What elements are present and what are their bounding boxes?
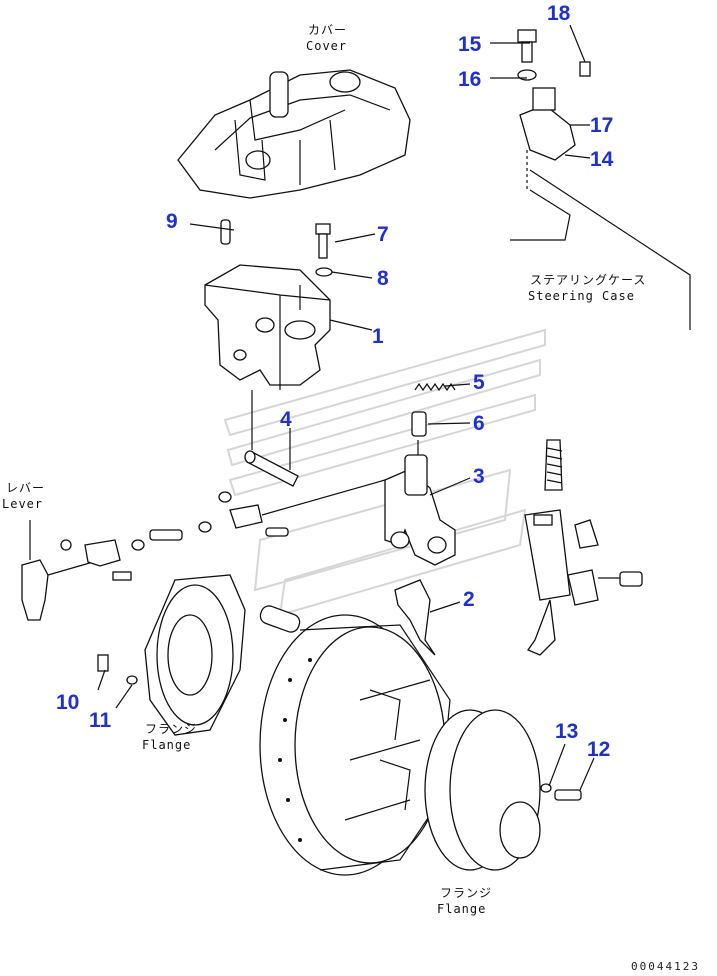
- callout-13: 13: [555, 720, 578, 743]
- flange-right-label-jp: フランジ: [440, 886, 492, 900]
- lever-assembly: [21, 479, 386, 621]
- callout-1: 1: [372, 325, 384, 348]
- cover-part: [177, 69, 411, 199]
- callout-14: 14: [590, 148, 614, 171]
- steering-case-label-jp: ステアリングケース: [530, 273, 646, 287]
- steering-case-part: [510, 29, 691, 330]
- cam-2: [394, 579, 436, 656]
- callout-12: 12: [587, 738, 610, 761]
- figure-code: 00044123: [631, 960, 700, 973]
- callout-8: 8: [377, 267, 389, 290]
- callout-6: 6: [473, 412, 485, 435]
- flange-left: [97, 574, 301, 736]
- callout-7: 7: [377, 223, 389, 246]
- bolt-7: [315, 223, 333, 277]
- callout-3: 3: [473, 465, 485, 488]
- callout-9: 9: [166, 210, 178, 233]
- callout-18: 18: [547, 2, 571, 25]
- linkage-rod: [524, 439, 643, 656]
- callout-16: 16: [458, 68, 481, 91]
- pin-4: [244, 390, 299, 487]
- flange-right: [424, 709, 582, 871]
- callout-10: 10: [56, 691, 79, 714]
- callout-11: 11: [89, 709, 112, 732]
- leader-lines: [97, 24, 595, 791]
- callout-2: 2: [463, 588, 475, 611]
- lever-label-en: Lever: [2, 497, 43, 511]
- cover-label-en: Cover: [306, 39, 347, 53]
- lever-3: [384, 440, 456, 566]
- lever-label-jp: レバー: [6, 481, 45, 495]
- cover-label-jp: カバー: [308, 23, 347, 37]
- callout-17: 17: [590, 114, 613, 137]
- flange-left-label-en: Flange: [142, 738, 191, 752]
- steering-case-label-en: Steering Case: [528, 289, 635, 303]
- brake-band: [259, 614, 451, 876]
- bracket-part: [204, 264, 331, 390]
- callout-4: 4: [280, 408, 292, 431]
- flange-right-label-en: Flange: [437, 902, 486, 916]
- clip-6: [411, 411, 427, 437]
- pin-9: [220, 219, 231, 245]
- spring-5: [414, 382, 456, 392]
- flange-left-label-jp: フランジ: [145, 722, 197, 736]
- callout-15: 15: [458, 33, 482, 56]
- callout-5: 5: [473, 371, 485, 394]
